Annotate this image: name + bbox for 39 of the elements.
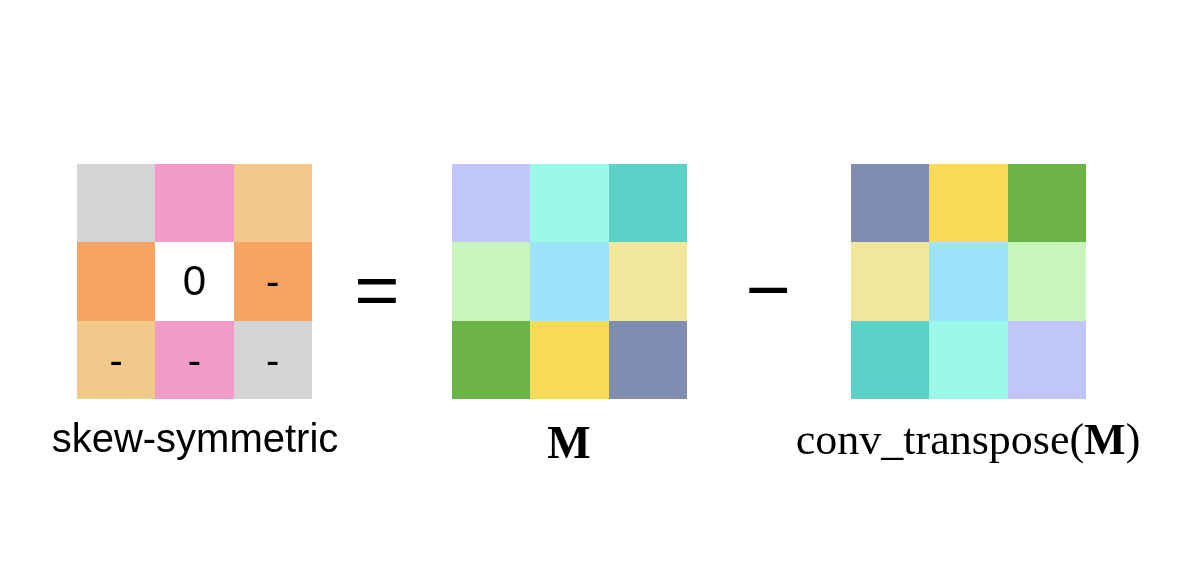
matrix-grid xyxy=(452,164,687,399)
cell-value: 0 xyxy=(182,260,207,303)
matrix-grid xyxy=(851,164,1086,399)
matrix-cell xyxy=(851,320,930,399)
matrix-cell xyxy=(929,164,1008,243)
cell-value: - xyxy=(266,339,280,380)
matrix-caption: skew-symmetric xyxy=(51,416,339,460)
matrix-cell xyxy=(1007,242,1086,321)
matrix-caption: conv_transpose(M) xyxy=(795,416,1141,465)
matrix-grid xyxy=(77,164,312,399)
matrix-cell xyxy=(452,242,531,321)
matrix-cell xyxy=(77,242,156,321)
equals-sign: = xyxy=(354,253,400,327)
matrix-cell xyxy=(452,320,531,399)
matrix-cell xyxy=(530,320,609,399)
matrix-cell xyxy=(1007,320,1086,399)
minus-sign: − xyxy=(745,253,791,327)
matrix-cell xyxy=(452,164,531,243)
matrix-cell xyxy=(608,320,687,399)
matrix-cell xyxy=(77,164,156,243)
matrix-cell xyxy=(929,242,1008,321)
cell-value: - xyxy=(109,339,123,380)
cell-value: - xyxy=(266,261,280,302)
matrix-cell xyxy=(851,164,930,243)
matrix-cell xyxy=(530,242,609,321)
matrix-cell xyxy=(77,320,156,399)
matrix-cell xyxy=(233,242,312,321)
matrix-cell xyxy=(530,164,609,243)
matrix-cell xyxy=(1007,164,1086,243)
matrix-cell xyxy=(155,164,234,243)
matrix-cell xyxy=(233,320,312,399)
matrix-cell xyxy=(608,164,687,243)
matrix-caption: M xyxy=(547,418,591,469)
cell-value: - xyxy=(187,339,202,380)
matrix-cell xyxy=(608,242,687,321)
matrix-cell xyxy=(851,242,930,321)
matrix-cell xyxy=(233,164,312,243)
matrix-cell xyxy=(929,320,1008,399)
matrix-cell xyxy=(155,320,234,399)
